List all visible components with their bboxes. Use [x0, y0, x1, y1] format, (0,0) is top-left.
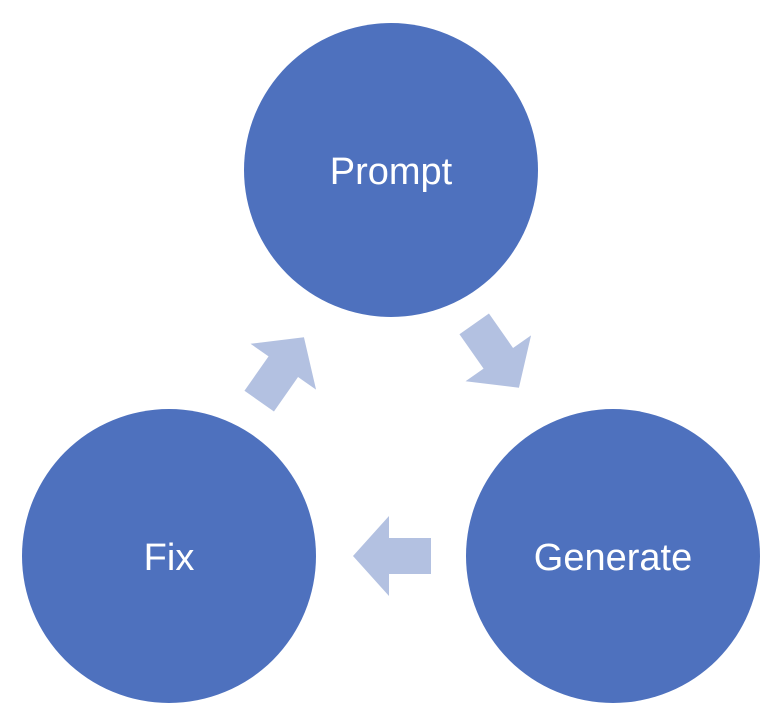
node-fix-circle	[22, 409, 316, 703]
arrow-prompt-to-generate-shape	[459, 313, 532, 388]
arrow-generate-to-fix-shape	[353, 516, 431, 596]
node-prompt-label: Prompt	[330, 151, 453, 193]
arrow-generate-to-fix	[353, 516, 431, 596]
node-generate-circle	[466, 409, 760, 703]
node-prompt-circle	[244, 23, 538, 317]
node-prompt: Prompt	[244, 23, 538, 317]
arrow-fix-to-prompt	[244, 337, 317, 412]
node-generate-label: Generate	[534, 537, 692, 579]
node-fix-label: Fix	[144, 537, 195, 579]
arrow-fix-to-prompt-shape	[244, 337, 317, 412]
node-fix: Fix	[22, 409, 316, 703]
arrow-prompt-to-generate	[459, 313, 532, 388]
node-generate: Generate	[466, 409, 760, 703]
